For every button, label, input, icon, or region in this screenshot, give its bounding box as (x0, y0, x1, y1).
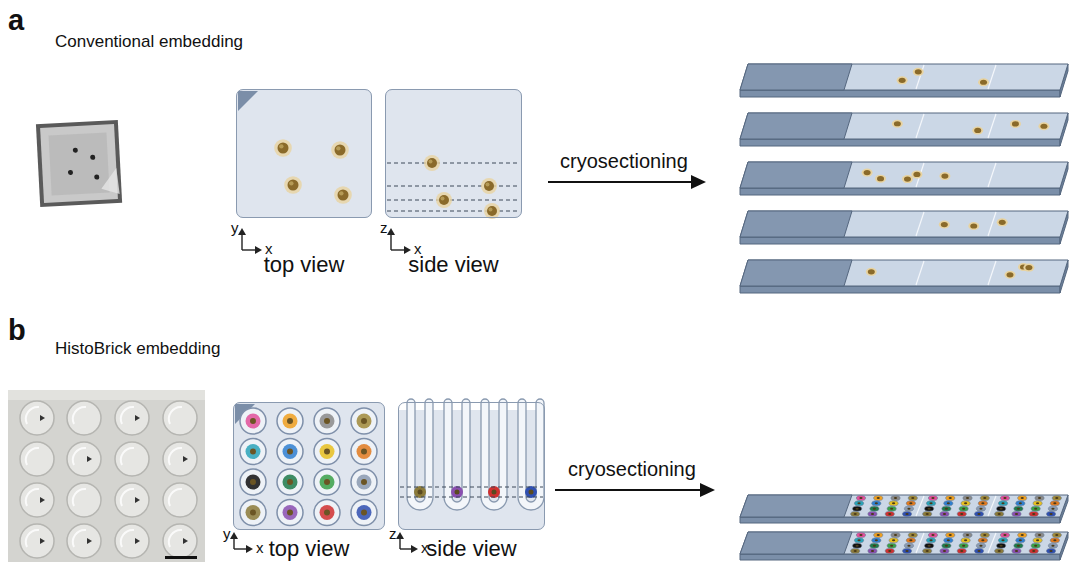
glass-slide (740, 260, 1068, 293)
well (277, 500, 303, 526)
section-plane (387, 163, 520, 164)
well (314, 408, 340, 434)
panel-ground (233, 402, 385, 530)
well-tube (407, 399, 433, 510)
well-tube (481, 399, 507, 510)
panel-title: Conventional embedding (55, 33, 243, 50)
axis-arrows (396, 532, 418, 553)
section-plane (387, 186, 520, 187)
axis-label: y (231, 220, 239, 235)
glass-slide (740, 113, 1068, 146)
section-plane (387, 211, 520, 212)
well (351, 500, 377, 526)
well (240, 469, 266, 495)
tissue-sample (284, 176, 302, 194)
section-plane (400, 487, 543, 488)
top-view-panel: top view (236, 89, 372, 218)
well-tube (444, 399, 470, 510)
glass-slide (740, 211, 1068, 244)
photo (8, 390, 205, 562)
axis-label: y (223, 526, 231, 541)
well (277, 439, 303, 465)
panel-title: HistoBrick embedding (55, 340, 220, 357)
process-arrow (548, 175, 706, 189)
panel-letter: a (8, 6, 24, 35)
photo (36, 120, 122, 207)
view-caption: top view (237, 254, 371, 276)
well (351, 439, 377, 465)
well-tube (518, 399, 544, 510)
tissue-sample (484, 203, 500, 219)
step-label: cryosectioning (560, 151, 688, 171)
glass-slide (740, 532, 1068, 560)
tissue-sample (481, 178, 497, 194)
axis-label: x (265, 241, 273, 256)
well (314, 469, 340, 495)
well (351, 408, 377, 434)
glass-slide (740, 64, 1068, 97)
glass-slide (740, 495, 1068, 523)
axis-arrows (387, 228, 411, 254)
process-arrow (555, 483, 715, 497)
tissue-sample (334, 186, 352, 204)
well (277, 469, 303, 495)
tissue-sample (424, 155, 440, 171)
corner-mark (238, 91, 258, 111)
tissue-sample (274, 139, 292, 157)
well (240, 500, 266, 526)
well (277, 408, 303, 434)
step-label: cryosectioning (568, 459, 696, 479)
panel-ground (385, 89, 522, 218)
panel-ground (236, 89, 372, 218)
well (314, 439, 340, 465)
axis-label: z (389, 526, 397, 541)
axis-label: z (380, 220, 388, 235)
side-view-panel: side view (385, 89, 522, 218)
side-view-panel: side view (398, 402, 545, 530)
well (351, 469, 377, 495)
axis-label: x (421, 540, 429, 555)
axis-label: x (414, 241, 422, 256)
well (314, 500, 340, 526)
axis-label: x (256, 540, 264, 555)
axis-arrows (230, 532, 253, 553)
panel-letter: b (8, 316, 26, 345)
well (240, 439, 266, 465)
view-caption: side view (386, 254, 521, 276)
axis-arrows (238, 228, 262, 254)
well (240, 408, 266, 434)
glass-slide (740, 162, 1068, 195)
section-plane (387, 200, 520, 201)
section-plane (400, 497, 543, 498)
tissue-sample (436, 192, 452, 208)
view-caption: side view (399, 538, 544, 560)
tissue-sample (331, 141, 349, 159)
top-view-panel: top view (233, 402, 385, 530)
